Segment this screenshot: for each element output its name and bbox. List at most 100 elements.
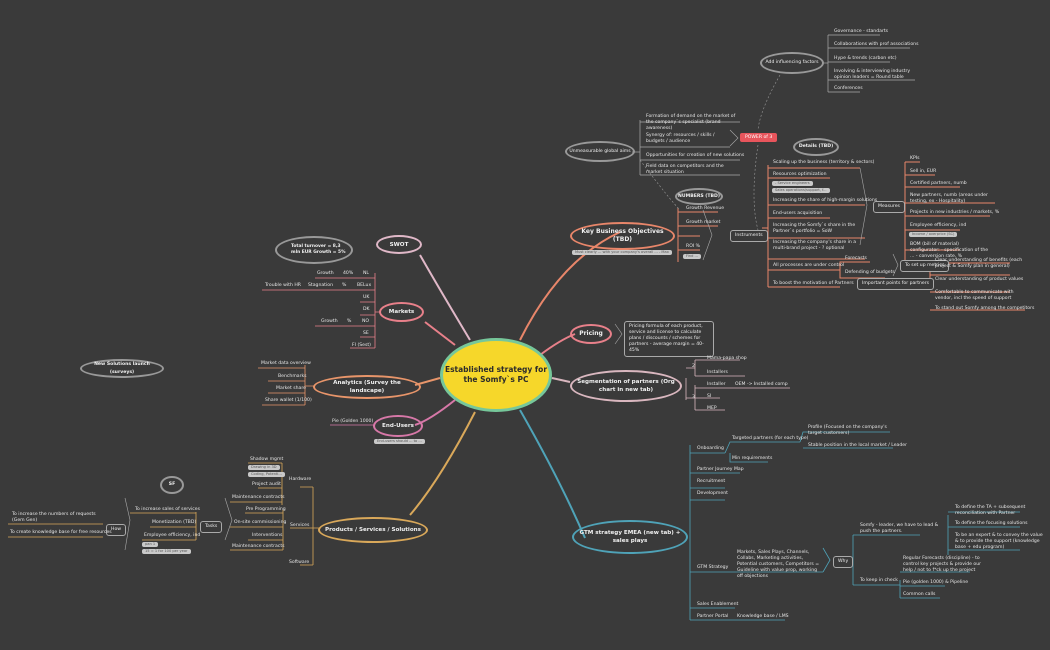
market-item[interactable]: UK <box>363 295 370 300</box>
node-important-points-for-partners[interactable]: Important points for partners <box>857 278 935 290</box>
node-gtm-strategy[interactable]: GTM strategy EMEA (new tab) + sales play… <box>572 520 688 554</box>
gtm-item[interactable]: Partner Journey Map <box>697 467 744 472</box>
influencing-item[interactable]: Governance - standarts <box>834 29 889 34</box>
measure-item[interactable]: New partners, numb (areas under testing,… <box>910 193 988 204</box>
endusers-pie[interactable]: Pie (Golden 1000) <box>332 419 374 424</box>
segment-item[interactable]: MEP <box>707 406 717 411</box>
market-item[interactable]: SE <box>363 331 369 336</box>
segment-item[interactable]: Installers <box>707 370 728 375</box>
global-aim-item[interactable]: Formation of demand on the market of the… <box>646 114 736 131</box>
control-forecasts[interactable]: Forecasts <box>845 256 867 261</box>
segment-extra[interactable]: OEM -> Installed comp <box>735 382 788 387</box>
node-total-turnover[interactable]: Total turnover = 8,3 mln EUR Growth = 5% <box>275 236 353 264</box>
market-no-growth[interactable]: Growth <box>321 319 338 324</box>
node-numbers[interactable]: NUMBERS (TBD) <box>675 188 723 205</box>
gtm-item[interactable]: Partner Portal <box>697 614 729 619</box>
check-item[interactable]: Pie (golden 1000) & Pipeline <box>903 580 969 585</box>
node-pricing[interactable]: Pricing <box>570 324 612 344</box>
measure-item[interactable]: KPIs <box>910 156 920 161</box>
segment-item[interactable]: Installer <box>707 382 726 387</box>
gtm-item[interactable]: Onboarding <box>697 446 724 451</box>
gtm-item[interactable]: GTM Strategy <box>697 565 729 570</box>
income-overprice-tag[interactable]: Income / overprice (SC) <box>909 232 958 237</box>
leader-item[interactable]: To define the focusing solutions <box>955 521 1028 526</box>
instrument-item[interactable]: Increasing the Somfy`s share in the Part… <box>773 223 856 234</box>
market-belux-pct[interactable]: % <box>342 283 347 288</box>
services-item[interactable]: On-site commissioning <box>234 520 287 525</box>
market-item[interactable]: NO <box>362 319 370 324</box>
node-analytics[interactable]: Analytics (Survey the landscape) <box>313 375 421 399</box>
task-item[interactable]: Monetization (TBD) <box>152 520 197 525</box>
resource-tag[interactable]: Sales operations/support, f... <box>772 188 830 193</box>
market-item[interactable]: BELux <box>357 283 372 288</box>
onboarding-profile[interactable]: Profile (Focused on the company's target… <box>808 425 887 436</box>
measure-item[interactable]: Sell in, EUR <box>910 169 937 174</box>
gtm-item[interactable]: Sales Enablement <box>697 602 739 607</box>
hardware-tag[interactable]: Drawing in 3D <box>248 465 280 470</box>
products-services[interactable]: Services <box>290 523 310 528</box>
node-swot[interactable]: SWOT <box>376 235 422 254</box>
hardware-item[interactable]: Maintenance contracts <box>232 495 285 500</box>
node-add-influencing-factors[interactable]: Add influencing factors <box>760 52 824 74</box>
influencing-item[interactable]: Hype & trends (carbon etc) <box>834 56 897 61</box>
objectives-note-tag[interactable]: Must clearly ... with your company's ove… <box>572 250 672 255</box>
influencing-item[interactable]: Conferences <box>834 86 863 91</box>
power-of-3-badge[interactable]: POWER of 3 <box>740 133 778 142</box>
endusers-tag[interactable]: End-users should ... to ... <box>374 439 425 444</box>
resource-tag[interactable]: - Service engineers <box>772 181 813 186</box>
numbers-item[interactable]: Growth Revenue <box>686 206 725 211</box>
leader-item[interactable]: To be an expert & to convey the value & … <box>955 533 1043 550</box>
products-hardware[interactable]: Hardware <box>289 477 312 482</box>
node-measures[interactable]: Measures <box>873 201 905 213</box>
services-item[interactable]: Maintenance contracts <box>232 544 285 549</box>
segment-item[interactable]: Mama-papa shop <box>707 356 747 361</box>
task-item[interactable]: Employee efficiency, ind <box>144 533 201 538</box>
services-item[interactable]: Pre Programming <box>246 507 286 512</box>
how-item[interactable]: To increase the numbers of requests (Gem… <box>12 512 96 523</box>
node-to-set-up-metrics[interactable]: To set up metrics <box>900 260 950 272</box>
node-tasks[interactable]: Tasks <box>200 521 223 533</box>
market-item[interactable]: FI (Sest) <box>352 343 371 348</box>
gtm-strategy-detail[interactable]: Markets, Sales Plays, Channels, Collabs,… <box>737 550 820 579</box>
products-software[interactable]: Software <box>289 560 310 565</box>
node-key-business-objectives[interactable]: Key Business Objectives (TBD) <box>570 222 675 250</box>
check-item[interactable]: Common calls <box>903 592 936 597</box>
node-segmentation-of-partners[interactable]: Segmentation of partners (Org chart in n… <box>570 370 682 402</box>
analytics-item[interactable]: Market data overview <box>261 361 311 366</box>
instrument-item[interactable]: End-users acquisition <box>773 211 823 216</box>
measure-item[interactable]: Employee efficiency, ind <box>910 223 967 228</box>
analytics-item[interactable]: Market share <box>276 386 306 391</box>
how-item[interactable]: To create knowledge base for free resour… <box>10 530 112 535</box>
measure-item[interactable]: BOM (bill of material) configurator: - s… <box>910 242 989 259</box>
node-markets[interactable]: Markets <box>379 302 424 322</box>
services-item[interactable]: Interventions <box>252 533 283 538</box>
instrument-item[interactable]: Increasing the company's share in a mult… <box>773 240 857 251</box>
hardware-item[interactable]: Shadow mgmt <box>250 457 284 462</box>
gtm-keep-in-check[interactable]: To keep in check <box>860 578 898 583</box>
market-belux-hr[interactable]: Trouble with HR <box>265 283 301 288</box>
portal-knowledge-base[interactable]: Knowledge base / LMS <box>737 614 789 619</box>
global-aim-item[interactable]: Field data on competitors and the market… <box>646 164 724 175</box>
influencing-item[interactable]: Collaborations with prof associations <box>834 42 919 47</box>
market-nl-pct[interactable]: 40% <box>343 271 354 276</box>
instrument-item[interactable]: To boost the motivation of Partners <box>773 281 854 286</box>
node-unmeasurable-global-aims[interactable]: Unmeasurable global aims <box>565 141 635 162</box>
task-tag[interactable]: pan 1 <box>142 542 159 547</box>
node-why[interactable]: Why <box>833 556 854 568</box>
gtm-item[interactable]: Recruitment <box>697 479 726 484</box>
global-aim-item[interactable]: Synergy of: resources / skills / budgets… <box>646 133 715 144</box>
measure-item[interactable]: Projects in new industries / markets, % <box>910 210 1000 215</box>
global-aim-item[interactable]: Opportunities for creation of new soluti… <box>646 153 745 158</box>
analytics-item[interactable]: Share wallet (1/100) <box>265 398 312 403</box>
instrument-item[interactable]: Scaling up the business (territory & sec… <box>773 160 875 165</box>
instrument-item[interactable]: Increasing the share of high-margin solu… <box>773 198 878 203</box>
task-item[interactable]: To increase sales of services <box>135 507 201 512</box>
node-sf[interactable]: SF <box>160 476 184 494</box>
market-item[interactable]: DK <box>363 307 370 312</box>
check-item[interactable]: Regular Forecasts (discipline) - to cont… <box>903 556 982 573</box>
gtm-leader[interactable]: Somfy - leader, we have to lead & push t… <box>860 523 939 534</box>
partner-point-item[interactable]: To stand out Somfy among the competitors <box>935 306 1035 311</box>
central-topic[interactable]: Established strategy for the Somfy`s PC <box>440 338 552 412</box>
instrument-item[interactable]: All processes are under control <box>773 263 845 268</box>
control-budgets[interactable]: Defending of budgets <box>845 270 895 275</box>
